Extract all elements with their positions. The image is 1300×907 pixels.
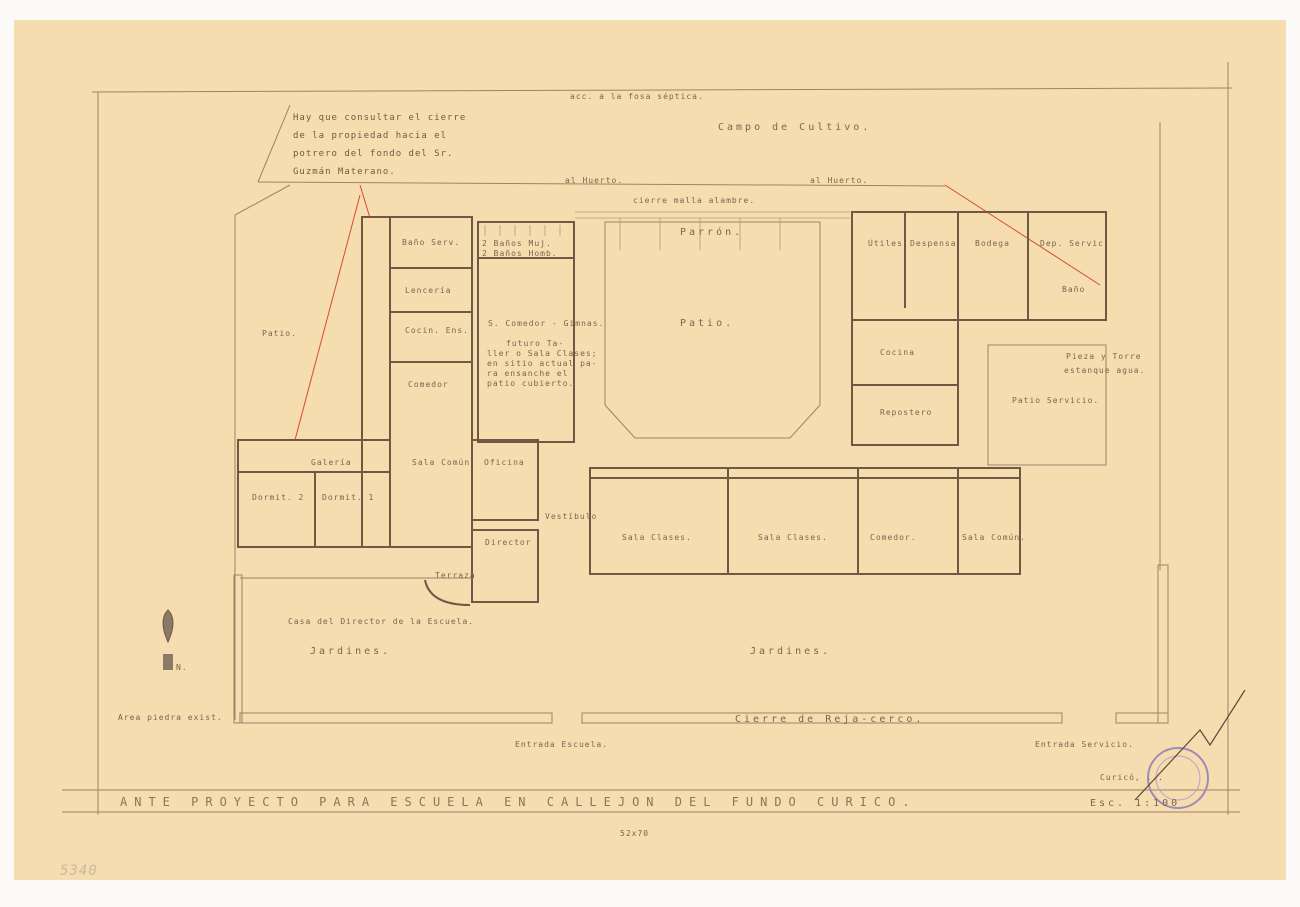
- room-label: Cocin. Ens.: [405, 326, 469, 335]
- note-line: ller o Sala Clases;: [487, 349, 598, 358]
- room-label: Despensa: [910, 239, 957, 248]
- room-label: Dormit. 2: [252, 493, 304, 502]
- consult-note: Hay que consultar el cierre de la propie…: [293, 113, 466, 177]
- room-label: Bodega: [975, 239, 1010, 248]
- stone-area-label: Area piedra exist.: [118, 713, 223, 722]
- note-line: patio cubierto.: [487, 379, 574, 388]
- room-label: Terraza: [435, 571, 476, 580]
- room-label: Patio Servicio.: [1012, 396, 1099, 405]
- jardines-label: Jardines.: [310, 646, 391, 657]
- scale-label: Esc. 1:100: [1090, 798, 1180, 809]
- tower-note: estanque agua.: [1064, 366, 1145, 375]
- room-label: Baño: [1062, 285, 1085, 294]
- signature: [1134, 689, 1246, 801]
- tower-note: Pieza y Torre: [1066, 352, 1142, 361]
- room-label: 2 Baños Homb.: [482, 249, 558, 258]
- room-label: Sala Común: [412, 458, 470, 467]
- room-label: Vestíbulo: [545, 512, 597, 521]
- septic-note: acc. a la fosa séptica.: [570, 91, 704, 101]
- huerto-label: al Huerto.: [565, 176, 623, 185]
- room-label: Cocina: [880, 348, 915, 357]
- note-line: Guzmán Materano.: [293, 167, 396, 177]
- room-label: Patio.: [262, 329, 297, 338]
- note-line: en sitio actual pa-: [487, 359, 598, 368]
- room-label: Director: [485, 538, 532, 547]
- parron-label: Parrón.: [680, 226, 743, 238]
- room-label: Repostero: [880, 408, 932, 417]
- archive-number: 5340: [60, 863, 98, 879]
- fence-mesh-label: cierre malla alambre.: [633, 196, 755, 205]
- room-label: Sala Clases.: [758, 533, 828, 542]
- room-label: Sala Clases.: [622, 533, 692, 542]
- paper-background: [14, 20, 1286, 880]
- room-label: Útiles: [868, 237, 903, 248]
- note-line: de la propiedad hacia el: [293, 131, 447, 141]
- huerto-label: al Huerto.: [810, 176, 868, 185]
- room-label: Oficina: [484, 458, 525, 467]
- note-line: Hay que consultar el cierre: [293, 113, 466, 123]
- room-label: 2 Baños Muj.: [482, 239, 552, 248]
- service-entrance-label: Entrada Servicio.: [1035, 740, 1134, 749]
- director-house-label: Casa del Director de la Escuela.: [288, 617, 474, 626]
- campo-label: Campo de Cultivo.: [718, 122, 871, 133]
- north-arrow-icon: [162, 609, 174, 670]
- drawing-border: [62, 62, 1240, 815]
- building-walls: [237, 211, 1107, 606]
- room-label: Dormit. 1: [322, 493, 374, 502]
- sheet-size-label: 52x70: [620, 829, 649, 838]
- room-label: Patio.: [680, 318, 734, 329]
- drawing-title: ANTE PROYECTO PARA ESCUELA EN CALLEJON D…: [120, 795, 917, 809]
- note-line: potrero del fondo del Sr.: [293, 149, 453, 159]
- lot-outline: [234, 104, 1161, 720]
- room-label: Comedor.: [870, 533, 917, 542]
- room-label: Comedor: [408, 380, 449, 389]
- room-label: S. Comedor - Gimnas.: [488, 319, 604, 328]
- room-label: Sala Común.: [962, 533, 1026, 542]
- north-label: N.: [176, 663, 188, 672]
- future-room-note: futuro Ta- ller o Sala Clases; en sitio …: [487, 339, 598, 388]
- fence-walls: [233, 564, 1169, 724]
- fence-label: Cierre de Reja-cerco.: [735, 714, 924, 725]
- room-label: Dep. Servic.: [1040, 239, 1110, 248]
- note-line: futuro Ta-: [506, 339, 564, 348]
- school-entrance-label: Entrada Escuela.: [515, 740, 608, 749]
- room-label: Baño Serv.: [402, 238, 460, 247]
- jardines-label: Jardines.: [750, 646, 831, 657]
- room-label: Galería: [311, 458, 352, 467]
- note-line: ra ensanche el: [487, 369, 568, 378]
- place-label: Curicó, ...: [1100, 772, 1164, 782]
- room-label: Lencería: [405, 286, 452, 295]
